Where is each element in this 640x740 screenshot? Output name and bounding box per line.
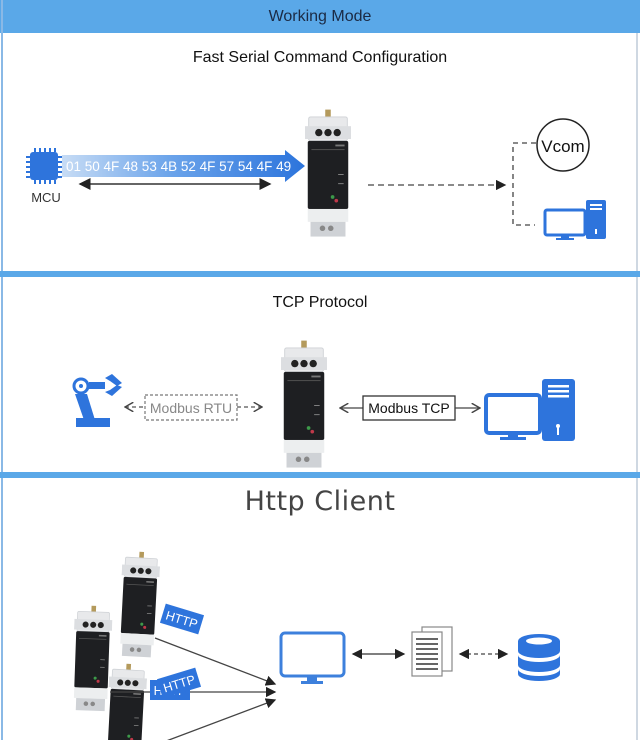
vcom-icon: Vcom bbox=[536, 118, 590, 172]
header-title: Working Mode bbox=[268, 7, 372, 25]
section-title-http: Http Client bbox=[244, 486, 396, 517]
computer-icon-serial bbox=[543, 200, 606, 240]
section-title-serial: Fast Serial Command Configuration bbox=[192, 49, 448, 66]
left-border bbox=[1, 0, 3, 740]
monitor-icon bbox=[279, 631, 346, 684]
modbus-tcp-label: Modbus TCP bbox=[368, 400, 449, 416]
gateway-device-tcp bbox=[281, 340, 327, 469]
gateway-device-http-2 bbox=[70, 604, 114, 712]
http-badge-3: HTTP bbox=[156, 667, 202, 699]
modbus-tcp-box bbox=[362, 395, 456, 421]
http-link-3 bbox=[167, 698, 277, 740]
gateway-device-http-3 bbox=[103, 662, 149, 740]
svg-text:Vcom: Vcom bbox=[541, 137, 584, 156]
section-divider-1 bbox=[0, 271, 640, 277]
section-title-tcp: TCP Protocol bbox=[272, 294, 368, 311]
documents-icon bbox=[411, 626, 453, 677]
section-divider-2 bbox=[0, 472, 640, 478]
modbus-rtu-label: Modbus RTU bbox=[150, 400, 232, 416]
hex-stream-text: 01 50 4F 48 53 4B 52 4F 57 54 4F 49 bbox=[66, 159, 291, 174]
mcu-label: MCU bbox=[31, 190, 61, 205]
http-badge-1: HTTP bbox=[159, 603, 205, 635]
robot-arm-icon bbox=[72, 374, 122, 427]
gateway-device-http-1 bbox=[116, 550, 162, 659]
header-bar: Working Mode bbox=[0, 0, 640, 33]
modbus-rtu-box bbox=[144, 394, 238, 421]
computer-icon-tcp bbox=[484, 379, 575, 441]
gateway-device-serial bbox=[305, 109, 351, 238]
hex-stream-arrow bbox=[62, 150, 305, 182]
http-link-1 bbox=[154, 637, 277, 686]
right-border bbox=[636, 33, 638, 740]
mcu-chip-icon bbox=[26, 148, 62, 184]
dashed-branch bbox=[512, 142, 536, 226]
database-icon bbox=[518, 634, 560, 681]
